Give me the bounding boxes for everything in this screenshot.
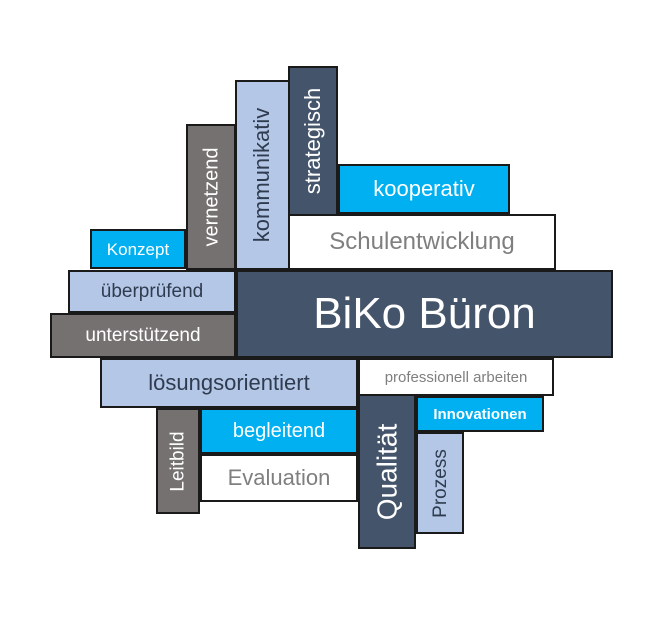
main-title-label: BiKo Büron [313, 289, 536, 338]
word-konzept: Konzept [90, 229, 186, 269]
word-prozess: Prozess [416, 432, 464, 534]
word-vernetzend-label: vernetzend [200, 147, 222, 247]
word-professionell-arbeiten-label: professionell arbeiten [384, 368, 528, 386]
word-konzept-label: Konzept [106, 239, 170, 259]
word-kommunikativ-label: kommunikativ [249, 107, 275, 243]
word-kooperativ-label: kooperativ [373, 176, 475, 201]
word-innovationen-label: Innovationen [433, 405, 527, 423]
word-innovationen: Innovationen [416, 396, 544, 432]
word-strategisch: strategisch [288, 66, 338, 216]
word-begleitend-label: begleitend [232, 420, 326, 442]
word-leitbild-label: Leitbild [167, 430, 189, 492]
word-evaluation-label: Evaluation [227, 465, 331, 490]
word-qualitaet: Qualität [358, 394, 416, 549]
word-qualitaet-label: Qualität [371, 423, 402, 520]
word-schulentwicklung-label: Schulentwicklung [329, 228, 515, 255]
word-kommunikativ: kommunikativ [235, 80, 290, 270]
word-ueberpruefend: überprüfend [68, 270, 236, 313]
word-kooperativ: kooperativ [338, 164, 510, 214]
word-professionell-arbeiten: professionell arbeiten [358, 358, 554, 396]
word-loesungsorientiert-label: lösungsorientiert [148, 370, 310, 395]
word-evaluation: Evaluation [200, 454, 358, 502]
word-strategisch-label: strategisch [300, 87, 326, 195]
word-leitbild: Leitbild [156, 408, 200, 514]
word-schulentwicklung: Schulentwicklung [288, 214, 556, 270]
main-title: BiKo Büron [236, 270, 613, 358]
word-unterstuetzend: unterstützend [50, 313, 236, 358]
word-ueberpruefend-label: überprüfend [100, 281, 204, 302]
word-prozess-label: Prozess [429, 448, 451, 518]
word-unterstuetzend-label: unterstützend [85, 325, 201, 346]
word-begleitend: begleitend [200, 408, 358, 454]
word-vernetzend: vernetzend [186, 124, 236, 270]
word-loesungsorientiert: lösungsorientiert [100, 358, 358, 408]
